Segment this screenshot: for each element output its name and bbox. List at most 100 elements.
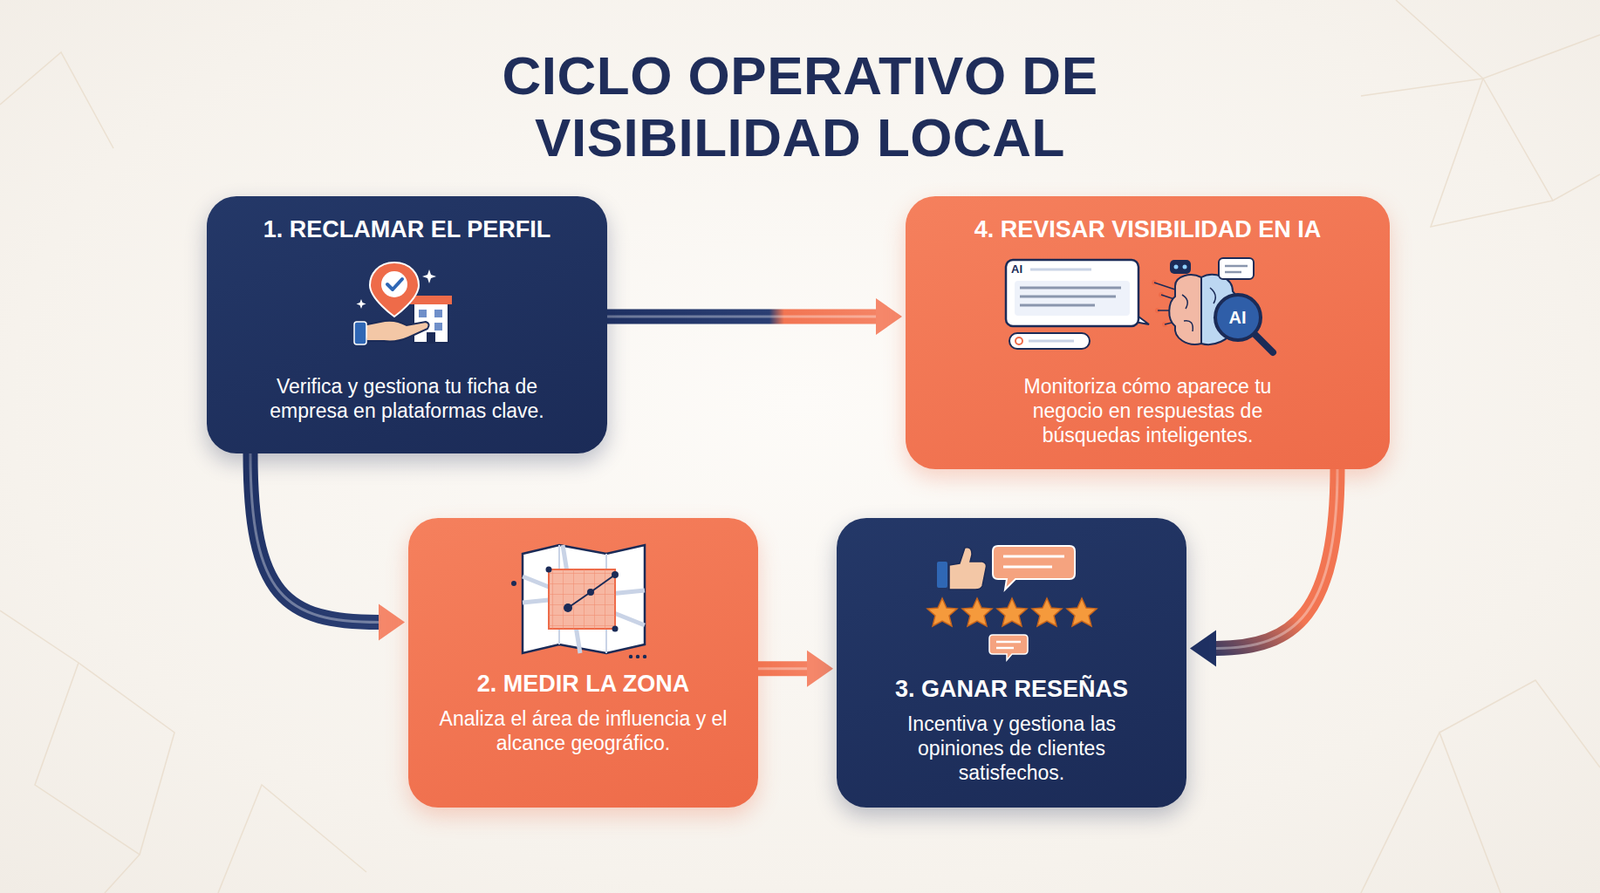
title: CICLO OPERATIVO DE VISIBILIDAD LOCAL xyxy=(459,45,1141,169)
icon-shape xyxy=(387,279,403,290)
icon-shape xyxy=(1014,280,1130,316)
icon-shape xyxy=(1028,339,1074,342)
icon-shape xyxy=(522,545,645,654)
icon-shape xyxy=(354,321,367,345)
step-description: Incentiva y gestiona las opiniones de cl… xyxy=(881,711,1143,786)
icon-area xyxy=(510,537,657,664)
icon-shape xyxy=(1173,264,1178,269)
icon-shape xyxy=(1169,259,1191,274)
icon-shape xyxy=(962,598,992,627)
icon-shape xyxy=(1019,303,1095,307)
icon-label: AI xyxy=(1011,263,1023,275)
icon-shape xyxy=(426,332,436,343)
icon-shape xyxy=(1066,598,1097,627)
arrow-band xyxy=(758,661,807,677)
icon-shape xyxy=(1032,598,1062,627)
icon-shape xyxy=(548,569,616,630)
icon-shape xyxy=(1439,680,1600,768)
map-icon xyxy=(510,541,657,659)
flow-arrow xyxy=(758,650,834,688)
icon-shape xyxy=(522,545,645,654)
icon-area xyxy=(1004,250,1293,363)
icon-shape xyxy=(1182,264,1187,269)
title-text: CICLO OPERATIVO DE VISIBILIDAD LOCAL xyxy=(0,45,1600,169)
icon-shape xyxy=(1360,732,1501,893)
step-heading: 1. RECLAMAR EL PERFIL xyxy=(263,215,552,244)
arrow-head xyxy=(875,298,903,336)
icon-shape xyxy=(1015,337,1023,345)
arrow-head xyxy=(806,650,834,688)
location-pin xyxy=(369,262,419,317)
icon-shape xyxy=(1154,282,1176,290)
icon-shape xyxy=(927,598,958,627)
icon-shape xyxy=(989,635,1028,661)
hand xyxy=(354,321,430,345)
icon-shape xyxy=(1360,78,1600,201)
arrow-shine xyxy=(250,453,379,623)
arrow-head xyxy=(378,604,405,642)
chat-bubble xyxy=(1218,258,1254,280)
icon-shape xyxy=(567,574,616,609)
icon-area xyxy=(924,537,1100,669)
chat-bubble xyxy=(992,546,1075,590)
magnifier xyxy=(1215,294,1273,353)
icon-shape xyxy=(635,655,639,659)
icon-shape xyxy=(996,641,1021,644)
icon-shape xyxy=(587,588,595,596)
step-description: Monitoriza cómo aparece tu negocio en re… xyxy=(991,374,1306,448)
claim-icon xyxy=(350,257,465,356)
step-description: Verifica y gestiona tu ficha de empresa … xyxy=(263,374,552,424)
icon-shape xyxy=(1030,267,1092,271)
icon-shape xyxy=(422,269,437,284)
arrow-shine xyxy=(607,315,876,319)
building xyxy=(410,295,452,343)
icon-shape xyxy=(996,647,1014,650)
arrow-head xyxy=(1189,629,1217,667)
small-bubble xyxy=(989,635,1028,661)
sparkles xyxy=(355,269,437,309)
arrow-shine xyxy=(758,667,807,671)
icon-shape xyxy=(362,321,430,342)
icon-shape xyxy=(1224,265,1248,268)
step-heading: 4. REVISAR VISIBILIDAD EN IA xyxy=(974,215,1322,244)
arrow-band xyxy=(1216,469,1338,649)
stars xyxy=(927,598,1097,627)
icon-label: AI xyxy=(1229,308,1247,327)
icon-shape xyxy=(1019,294,1116,298)
icon-shape xyxy=(1224,271,1242,274)
icon-shape xyxy=(218,785,367,893)
icon-shape xyxy=(434,322,443,331)
flow-arrow xyxy=(250,453,405,642)
icon-shape xyxy=(1253,333,1273,353)
step-heading: 3. GANAR RESEÑAS xyxy=(895,675,1129,704)
icon-shape xyxy=(992,546,1075,590)
thumb xyxy=(936,547,987,590)
step-box: 1. RECLAMAR EL PERFIL Verifica y gestion… xyxy=(206,196,608,454)
icon-shape xyxy=(611,626,618,633)
chat-window xyxy=(1005,259,1149,349)
step-box: 3. GANAR RESEÑAS Incentiva y gestiona las… xyxy=(836,518,1187,808)
step-box: 2. MEDIR LA ZONA Analiza el área de influ… xyxy=(408,518,759,808)
step-description: Analiza el área de influencia y el alcan… xyxy=(435,706,732,756)
icon-shape xyxy=(563,603,573,613)
icon-shape xyxy=(548,569,616,630)
icon-shape xyxy=(381,271,408,298)
icon-shape xyxy=(949,547,987,590)
icon-shape xyxy=(611,571,619,579)
arrow-shine xyxy=(1216,469,1338,649)
robot xyxy=(1169,259,1191,274)
icon-shape xyxy=(1430,78,1553,227)
icon-shape xyxy=(0,610,140,893)
icon-shape xyxy=(418,309,427,318)
icon-shape xyxy=(355,299,366,309)
ai-icon xyxy=(1004,256,1293,357)
icon-area xyxy=(350,250,465,363)
icon-shape xyxy=(434,309,443,318)
icon-shape xyxy=(410,295,452,305)
icon-shape xyxy=(997,598,1027,627)
icon-shape xyxy=(545,567,552,574)
icon-shape xyxy=(1169,274,1202,345)
icon-shape xyxy=(628,655,632,659)
step-heading: 2. MEDIR LA ZONA xyxy=(477,670,691,698)
